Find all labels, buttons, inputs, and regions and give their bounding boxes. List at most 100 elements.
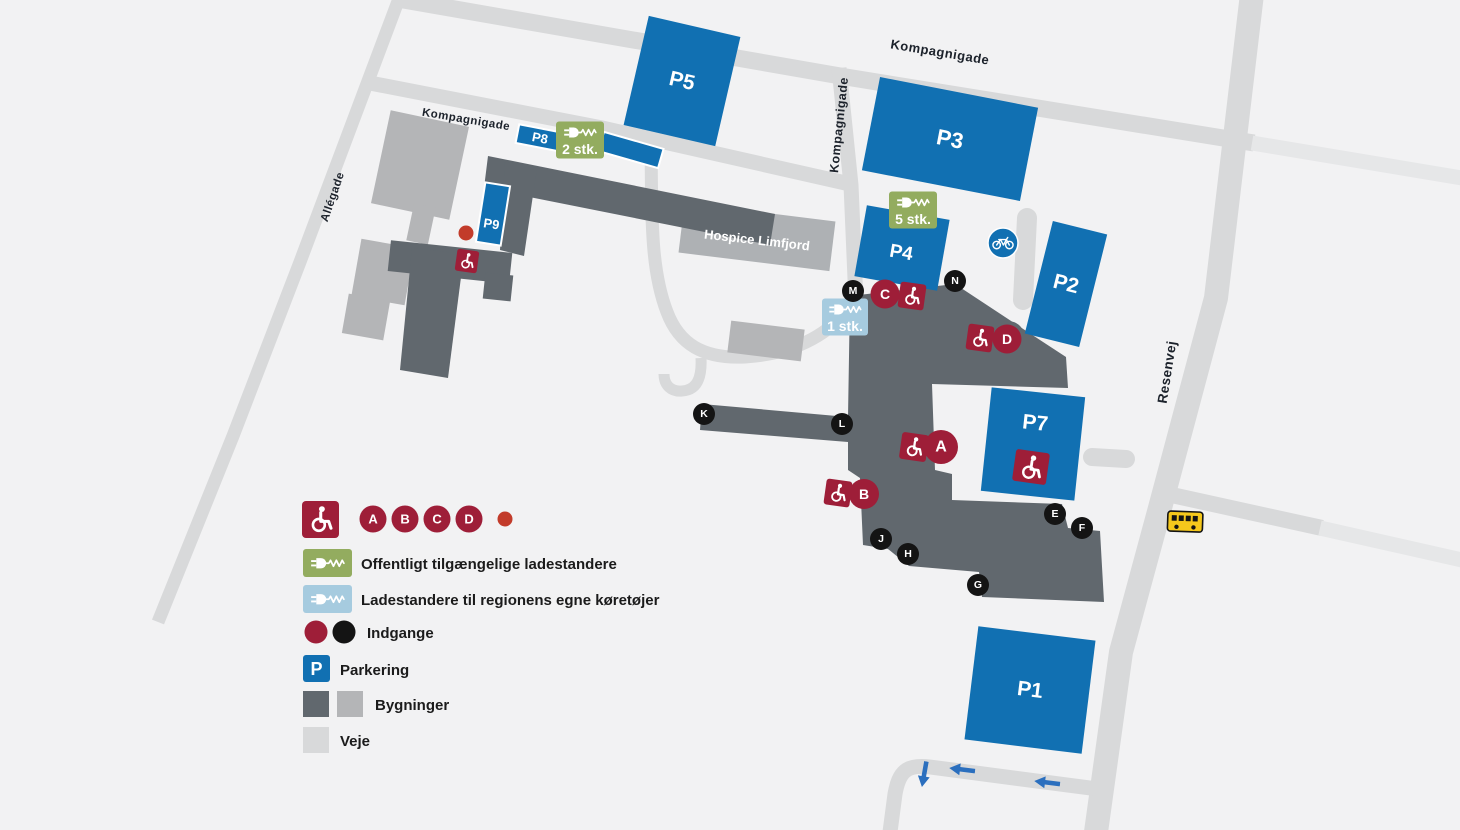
legend-public-charger-icon: [303, 549, 352, 577]
charger-fleet-count: 1 stk.: [827, 318, 863, 334]
building-west-tower: [400, 248, 464, 378]
svg-text:D: D: [464, 512, 473, 527]
legend-building-dark-swatch: [303, 691, 329, 717]
legend-wheelchair-icon: [302, 501, 339, 538]
charger-fleet: 1 stk.: [822, 298, 868, 336]
bicycle-icon: [987, 227, 1019, 259]
charger-badges-layer: 2 stk. 5 stk. 1 stk.: [556, 121, 937, 336]
svg-text:D: D: [1002, 331, 1012, 347]
road-resenvej: [1084, 0, 1264, 830]
road-allegade: [151, 0, 406, 625]
entrance-marker-d: D: [992, 324, 1022, 354]
svg-text:B: B: [400, 512, 409, 527]
entrance-marker-k: K: [693, 403, 715, 425]
legend: A B C D Offentligt tilgængelige ladestan…: [302, 501, 660, 753]
parking-p5: P5: [623, 15, 741, 147]
parking-p7: P7: [980, 387, 1086, 501]
svg-text:K: K: [700, 408, 708, 420]
svg-text:B: B: [859, 486, 869, 502]
building-light-northwest: [370, 110, 470, 220]
svg-text:A: A: [935, 439, 947, 456]
wheelchair-icon: [823, 478, 853, 508]
legend-parking-icon: P: [303, 655, 330, 682]
charger-public-p4-count: 5 stk.: [895, 211, 931, 227]
building-light-northwest-stem: [406, 203, 436, 245]
legend-public-chargers-label: Offentligt tilgængelige ladestandere: [361, 556, 617, 573]
legend-entrance-red-dot: [304, 620, 328, 644]
street-label-kompagnigade-top: Kompagnigade: [889, 36, 990, 67]
legend-entrance-a: A: [359, 505, 387, 533]
entrance-marker-b: B: [849, 479, 879, 509]
svg-text:G: G: [974, 579, 982, 591]
legend-fleet-chargers-label: Ladestandere til regionens egne køretøje…: [361, 592, 660, 609]
parking-p5-label: P5: [667, 67, 698, 95]
entrance-marker-f: F: [1071, 517, 1093, 539]
charger-public-p4: 5 stk.: [889, 191, 937, 229]
legend-entrance-dot: [497, 511, 513, 527]
accessibility-layer: [454, 248, 1050, 508]
parking-p4-label: P4: [888, 241, 915, 266]
parking-p3: P3: [861, 77, 1039, 201]
legend-roads-label: Veje: [340, 733, 370, 750]
parking-p9-label: P9: [482, 215, 500, 232]
svg-text:A: A: [368, 512, 378, 527]
legend-entrance-c: C: [423, 505, 451, 533]
building-north-wing: [484, 156, 775, 245]
road-kompagnigade-top-fade: [1250, 135, 1460, 186]
entrance-marker-l: L: [831, 413, 853, 435]
svg-text:H: H: [904, 548, 912, 560]
wheelchair-icon: [899, 432, 929, 462]
wheelchair-icon: [965, 323, 995, 353]
entrance-marker-e: E: [1044, 503, 1066, 525]
road-kompagnigade-top: [390, 0, 1256, 152]
charger-public-west-count: 2 stk.: [562, 141, 598, 157]
wheelchair-icon: [897, 281, 927, 311]
entrance-marker-a: A: [924, 430, 958, 464]
entrance-marker-g: G: [967, 574, 989, 596]
road-p2-driveway: [1013, 208, 1037, 310]
legend-entrance-d: D: [455, 505, 483, 533]
street-label-resenvej: Resenvej: [1155, 340, 1180, 405]
road-hospice-hook: [658, 357, 707, 397]
wheelchair-icon-p7: [1012, 449, 1050, 485]
svg-text:C: C: [880, 286, 890, 302]
legend-entrance-black-dot: [332, 620, 356, 644]
svg-text:M: M: [849, 285, 858, 297]
parking-layer: P5 P3 P4 P2 P7 P1 P8 P: [474, 15, 1108, 754]
transport-layer: [916, 227, 1204, 791]
entrance-dot: [458, 225, 474, 241]
svg-text:C: C: [432, 512, 442, 527]
legend-buildings-label: Bygninger: [375, 697, 449, 714]
building-light-west-b: [341, 293, 391, 341]
parking-p9: P9: [474, 181, 512, 247]
road-southeast: [1156, 484, 1324, 536]
svg-text:P: P: [310, 659, 322, 679]
parking-p2: P2: [1024, 220, 1108, 348]
legend-road-swatch: [303, 727, 329, 753]
legend-parking-label: Parkering: [340, 662, 409, 679]
entrance-marker-n: N: [944, 270, 966, 292]
svg-text:N: N: [951, 275, 959, 287]
parking-p7-label: P7: [1021, 410, 1049, 436]
building-light-south-of-hospice: [727, 320, 805, 362]
entrance-marker-h: H: [897, 543, 919, 565]
road-p7-driveway: [1083, 448, 1135, 468]
entrance-marker-c: C: [870, 279, 900, 309]
parking-p1-label: P1: [1016, 677, 1045, 703]
bus-stop-icon: [1166, 510, 1204, 533]
road-kompagnigade-vertical: [831, 67, 864, 303]
road-southeast-fade: [1318, 520, 1460, 568]
legend-entrances-label: Indgange: [367, 625, 434, 642]
svg-text:F: F: [1079, 522, 1086, 534]
legend-fleet-charger-icon: [303, 585, 352, 613]
svg-text:E: E: [1051, 508, 1058, 520]
entrance-marker-j: J: [870, 528, 892, 550]
wheelchair-icon: [454, 248, 480, 274]
parking-p3-label: P3: [934, 124, 965, 154]
building-west-nub: [482, 272, 514, 302]
parking-p1: P1: [964, 626, 1096, 754]
legend-entrance-b: B: [391, 505, 419, 533]
parking-p8-label: P8: [531, 129, 549, 147]
